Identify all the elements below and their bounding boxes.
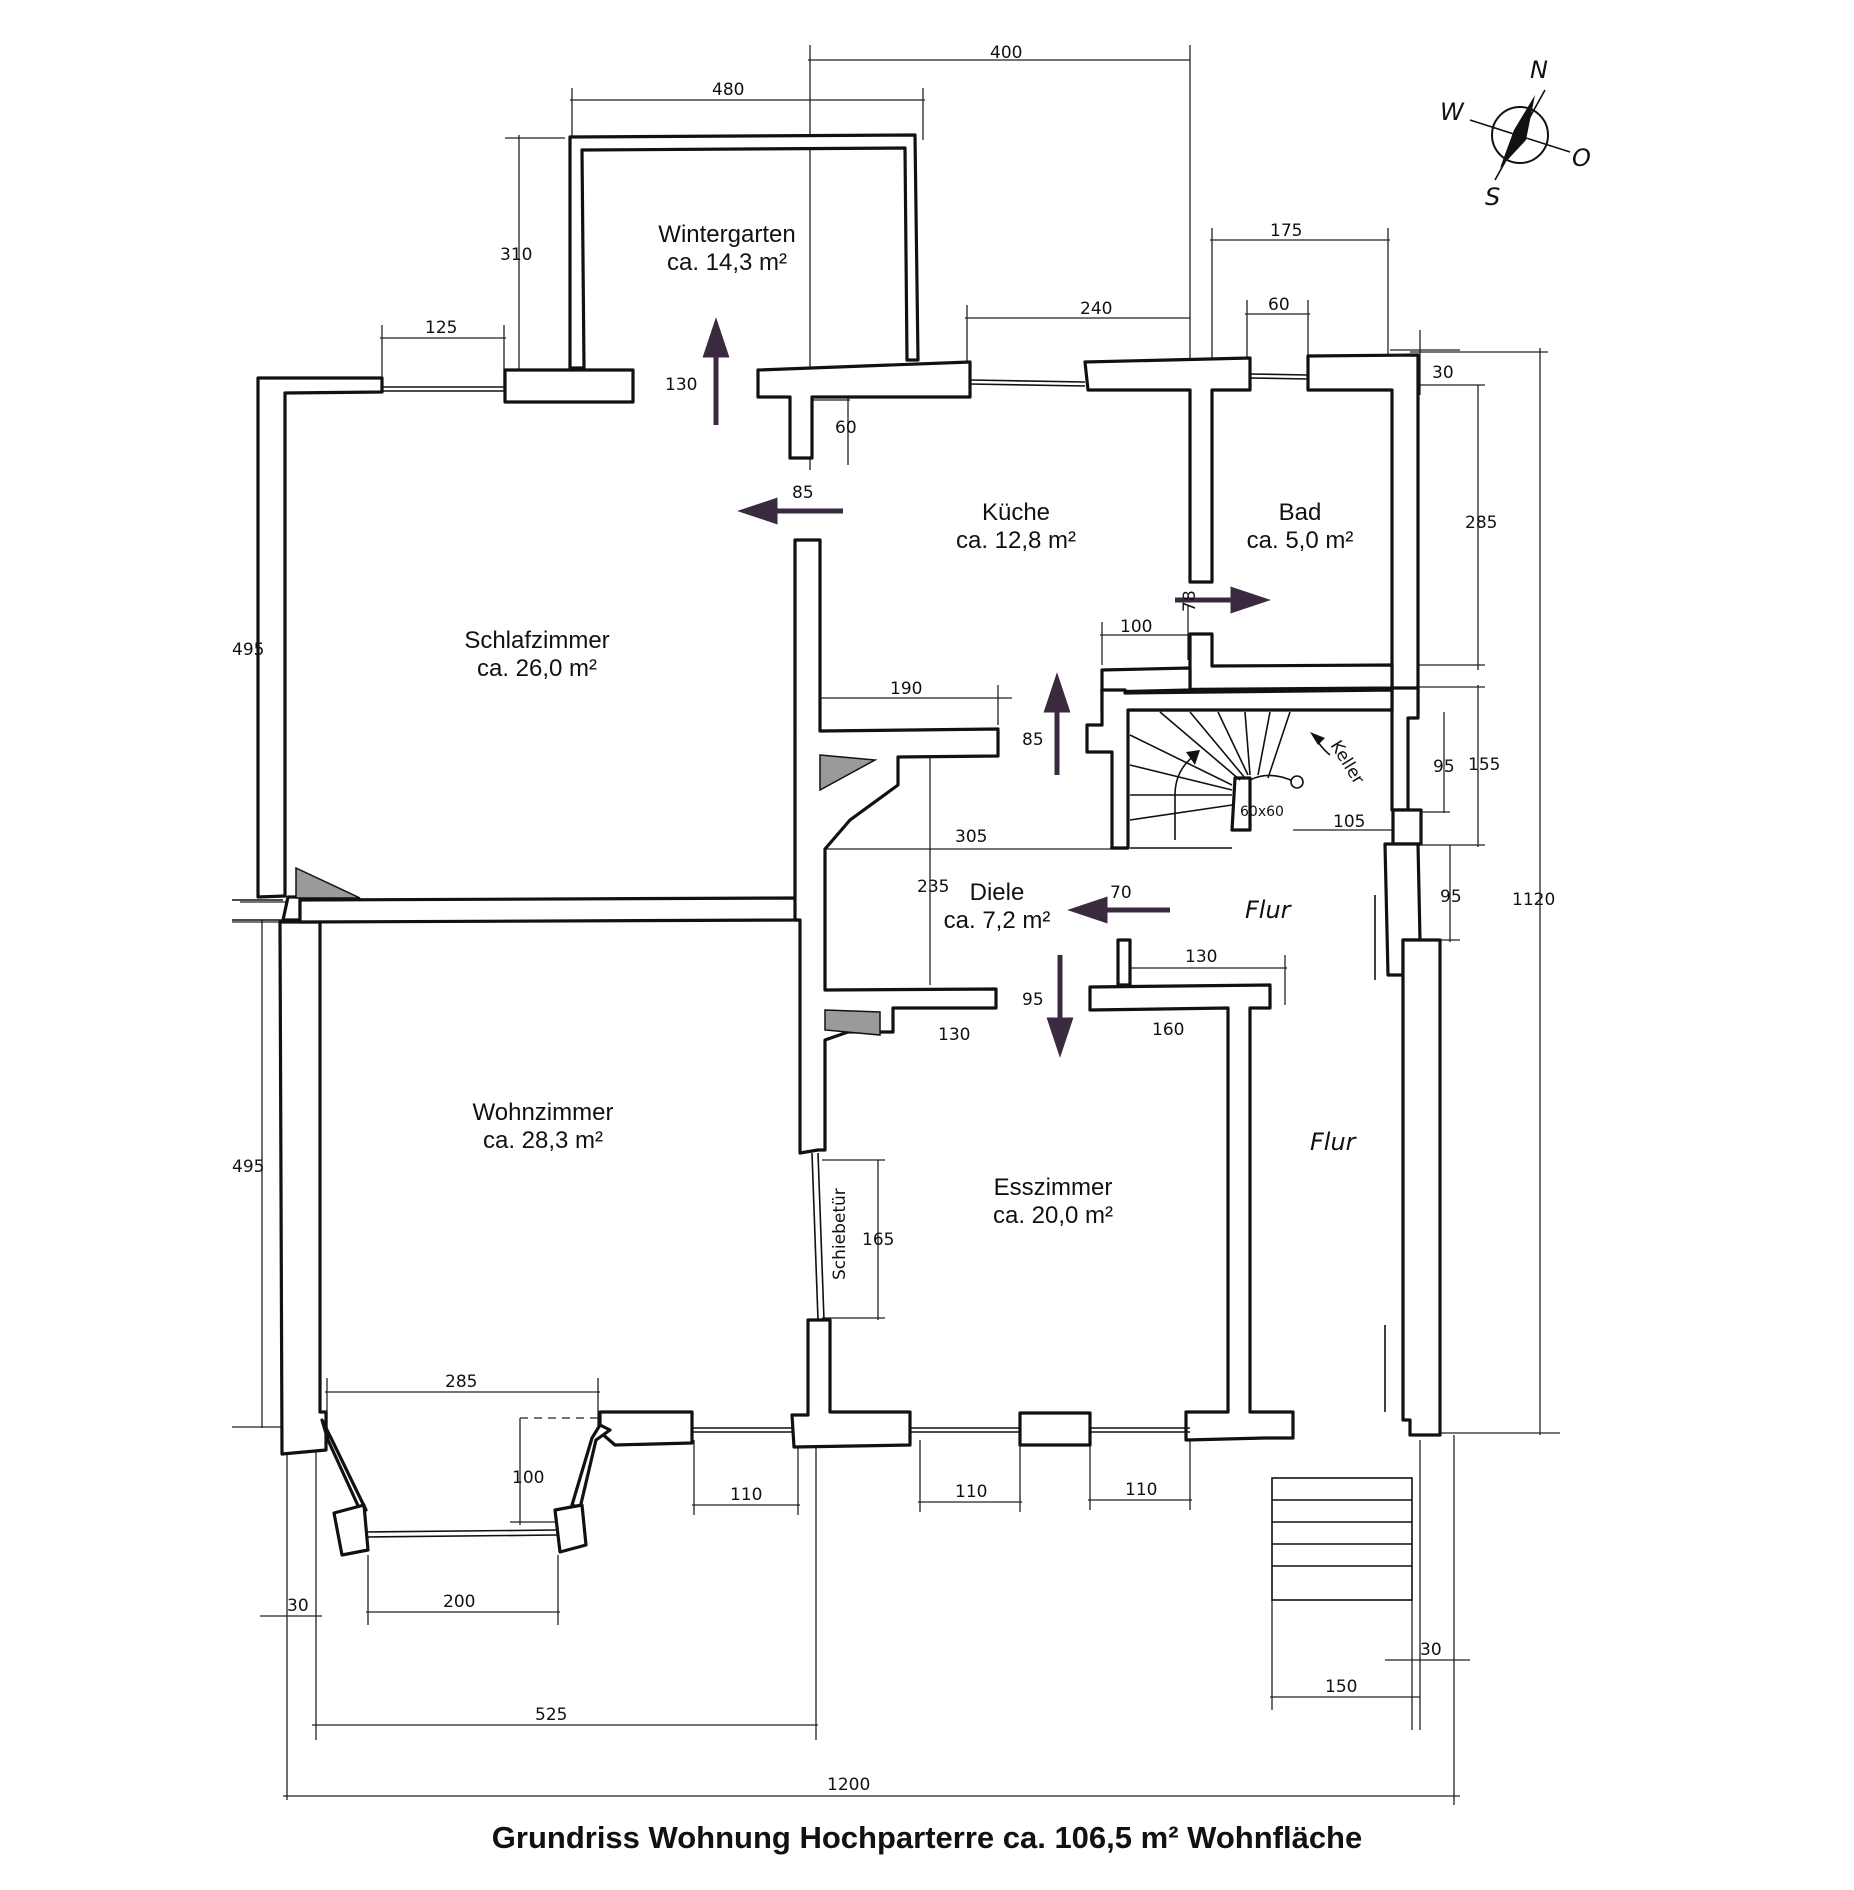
dim-78: 78: [1180, 590, 1200, 612]
room-schlafzimmer-area: ca. 26,0 m²: [477, 655, 597, 682]
dim-400: 400: [990, 43, 1022, 63]
room-wohnzimmer-area: ca. 28,3 m²: [483, 1127, 603, 1154]
label-keller: Keller: [1326, 737, 1368, 788]
dim-480: 480: [712, 80, 744, 100]
dim-105: 105: [1333, 812, 1365, 832]
compass-rose: N W O S: [1440, 56, 1591, 211]
dim-200: 200: [443, 1592, 475, 1612]
dim-130-c: 130: [938, 1025, 970, 1045]
dim-85-a: 85: [792, 483, 814, 503]
dim-110-c: 110: [1125, 1480, 1157, 1500]
dim-160: 160: [1152, 1020, 1184, 1040]
room-bad-name: Bad: [1279, 499, 1322, 526]
room-kueche-area: ca. 12,8 m²: [956, 527, 1076, 554]
compass-n: N: [1530, 56, 1548, 84]
dim-175: 175: [1270, 221, 1302, 241]
dim-130-b: 130: [1185, 947, 1217, 967]
label-flur-upper: Flur: [1245, 896, 1293, 924]
walls: [232, 133, 1442, 1557]
dim-150: 150: [1325, 1677, 1357, 1697]
dim-95-a: 95: [1433, 757, 1455, 777]
dim-125: 125: [425, 318, 457, 338]
dim-235: 235: [917, 877, 949, 897]
dim-85-b: 85: [1022, 730, 1044, 750]
dim-95-b: 95: [1022, 990, 1044, 1010]
compass-o: O: [1572, 144, 1591, 172]
dimension-lines: [232, 45, 1560, 1805]
dim-30-c: 30: [1420, 1640, 1442, 1660]
compass-s: S: [1485, 183, 1500, 211]
dim-30-b: 30: [287, 1596, 309, 1616]
dim-240: 240: [1080, 299, 1112, 319]
dim-305: 305: [955, 827, 987, 847]
dim-495-a: 495: [232, 640, 264, 660]
staircase: [1129, 711, 1413, 1601]
label-schiebetuer: Schiebetür: [830, 1188, 850, 1280]
dim-190: 190: [890, 679, 922, 699]
arrows: [702, 317, 1271, 1058]
dim-100-b: 100: [512, 1468, 544, 1488]
dimension-labels: 400 480 310 125 130 60 240 175 60 30 285…: [232, 43, 1555, 1795]
dim-60-a: 60: [835, 418, 857, 438]
dim-285-b: 285: [445, 1372, 477, 1392]
room-wintergarten-area: ca. 14,3 m²: [667, 249, 787, 276]
dim-110-a: 110: [730, 1485, 762, 1505]
room-esszimmer-area: ca. 20,0 m²: [993, 1202, 1113, 1229]
dim-30-a: 30: [1432, 363, 1454, 383]
plan-caption: Grundriss Wohnung Hochparterre ca. 106,5…: [491, 1820, 1363, 1855]
room-kueche-name: Küche: [982, 499, 1050, 526]
dim-70: 70: [1110, 883, 1132, 903]
room-diele-name: Diele: [970, 879, 1025, 906]
dim-130-a: 130: [665, 375, 697, 395]
room-bad-area: ca. 5,0 m²: [1247, 527, 1354, 554]
dim-165: 165: [862, 1230, 894, 1250]
dim-495-b: 495: [232, 1157, 264, 1177]
label-stair-size: 60x60: [1240, 804, 1284, 820]
room-labels: Wintergarten ca. 14,3 m² Küche ca. 12,8 …: [464, 221, 1368, 1280]
dim-110-b: 110: [955, 1482, 987, 1502]
dim-95-c: 95: [1440, 887, 1462, 907]
dim-285-a: 285: [1465, 513, 1497, 533]
chimney-markers: [295, 754, 881, 1036]
dim-1200: 1200: [827, 1775, 870, 1795]
dim-310: 310: [500, 245, 532, 265]
dim-1120: 1120: [1512, 890, 1555, 910]
dim-60-b: 60: [1268, 295, 1290, 315]
label-flur-lower: Flur: [1310, 1128, 1358, 1156]
dim-525: 525: [535, 1705, 567, 1725]
room-diele-area: ca. 7,2 m²: [944, 907, 1051, 934]
compass-w: W: [1440, 98, 1465, 126]
dim-155: 155: [1468, 755, 1500, 775]
dim-100-a: 100: [1120, 617, 1152, 637]
room-wintergarten-name: Wintergarten: [658, 221, 795, 248]
room-esszimmer-name: Esszimmer: [994, 1174, 1113, 1201]
room-schlafzimmer-name: Schlafzimmer: [464, 627, 609, 654]
room-wohnzimmer-name: Wohnzimmer: [473, 1099, 614, 1126]
